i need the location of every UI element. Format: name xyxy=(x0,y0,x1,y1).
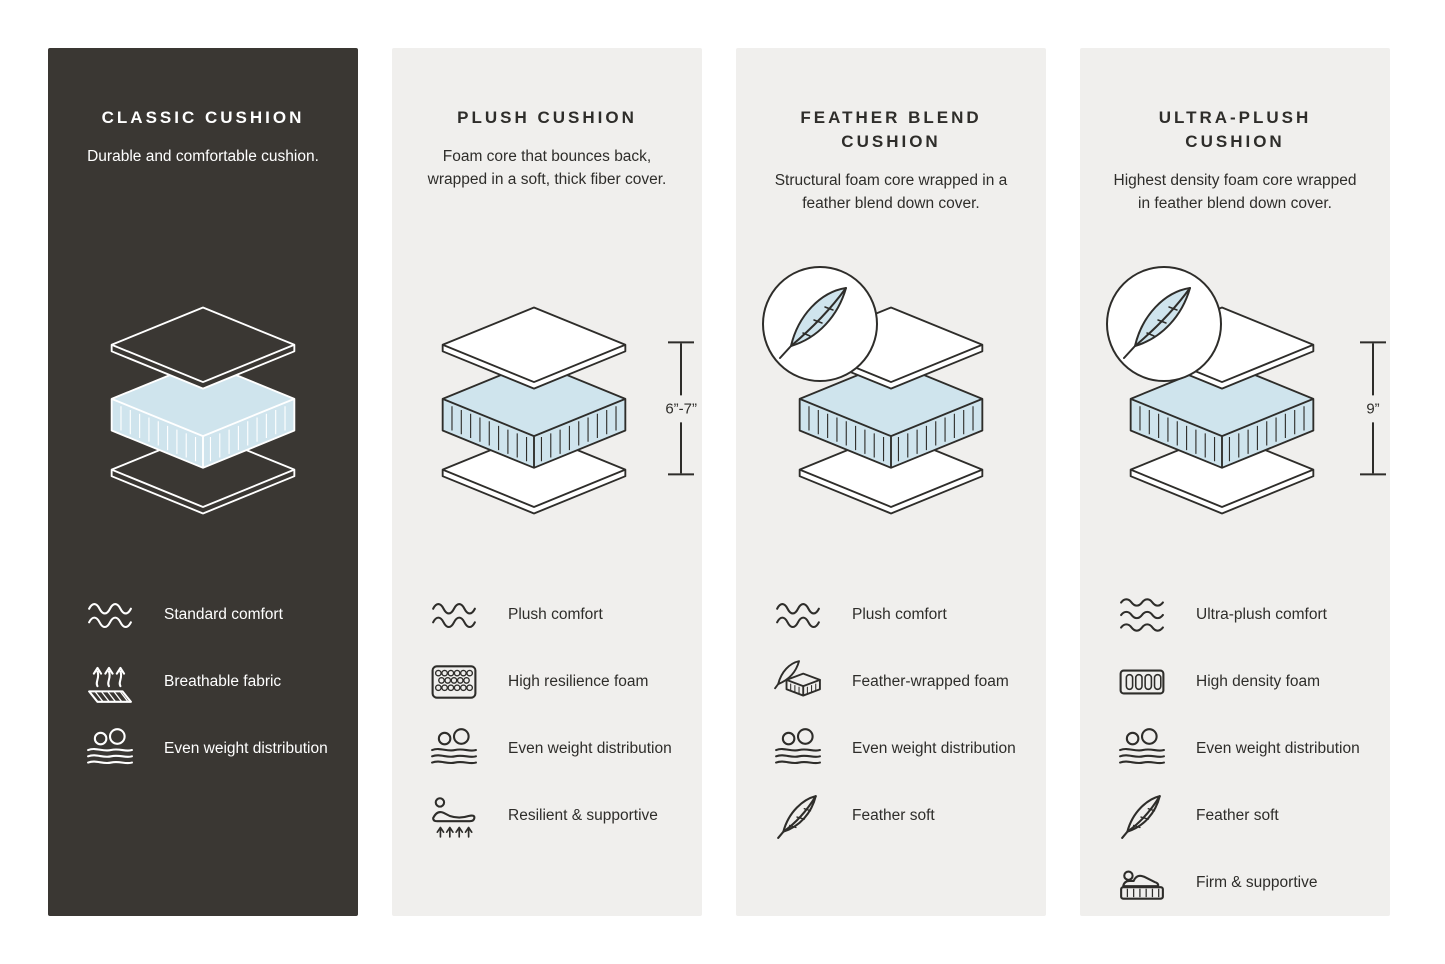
list-item: Feather soft xyxy=(774,793,1026,839)
list-item: Even weight distribution xyxy=(774,726,1026,772)
dimension-line xyxy=(680,421,683,474)
feature-list: Plush comfort High resilience foam Even … xyxy=(392,592,702,839)
dimension-cap xyxy=(1360,341,1386,344)
panel-feather-blend-cushion: FEATHER BLEND CUSHION Structural foam co… xyxy=(736,48,1046,916)
feature-label: High resilience foam xyxy=(508,672,649,690)
feature-list: Standard comfort Breathable fabric Even … xyxy=(48,592,358,772)
panel-header: FEATHER BLEND CUSHION Structural foam co… xyxy=(736,48,1046,238)
feature-label: Standard comfort xyxy=(164,605,283,623)
cushion-layers-illustration xyxy=(91,287,315,520)
even-weight-icon xyxy=(430,726,478,772)
feather-badge-icon xyxy=(1102,262,1226,386)
cushion-layers-illustration xyxy=(422,287,646,520)
dimension-cap xyxy=(668,473,695,476)
feather-icon xyxy=(774,793,822,839)
panel-description: Foam core that bounces back, wrapped in … xyxy=(427,147,667,188)
list-item: Feather-wrapped foam xyxy=(774,659,1026,705)
feather-badge-icon xyxy=(758,262,882,386)
list-item: Even weight distribution xyxy=(430,726,682,772)
height-dimension: 6”-7” xyxy=(664,341,698,476)
list-item: Plush comfort xyxy=(430,592,682,638)
feature-label: Ultra-plush comfort xyxy=(1196,605,1327,623)
dimension-label: 6”-7” xyxy=(665,399,697,417)
list-item: Even weight distribution xyxy=(86,726,338,772)
dimension-label: 9” xyxy=(1366,399,1380,417)
list-item: High density foam xyxy=(1118,659,1370,705)
panel-description: Durable and comfortable cushion. xyxy=(87,147,319,165)
page-title: CLASSIC CUSHION xyxy=(101,108,305,127)
even-weight-icon xyxy=(774,726,822,772)
feature-label: Even weight distribution xyxy=(852,739,1016,757)
resilience-foam-icon xyxy=(430,659,478,705)
feature-list: Ultra-plush comfort High density foam Ev… xyxy=(1080,592,1390,906)
feature-label: Even weight distribution xyxy=(508,739,672,757)
panel-description: Highest density foam core wrapped in fea… xyxy=(1113,171,1357,212)
list-item: Breathable fabric xyxy=(86,659,338,705)
feature-label: Plush comfort xyxy=(852,605,947,623)
panel-header: ULTRA-PLUSH CUSHION Highest density foam… xyxy=(1080,48,1390,238)
feature-list: Plush comfort Feather-wrapped foam Even … xyxy=(736,592,1046,839)
list-item: Ultra-plush comfort xyxy=(1118,592,1370,638)
panel-classic-cushion: CLASSIC CUSHION Durable and comfortable … xyxy=(48,48,358,916)
dimension-cap xyxy=(668,341,695,344)
height-dimension: 9” xyxy=(1360,341,1386,476)
feature-label: Firm & supportive xyxy=(1196,873,1318,891)
list-item: Resilient & supportive xyxy=(430,793,682,839)
panel-plush-cushion: PLUSH CUSHION Foam core that bounces bac… xyxy=(392,48,702,916)
list-item: High resilience foam xyxy=(430,659,682,705)
panel-header: PLUSH CUSHION Foam core that bounces bac… xyxy=(392,48,702,238)
feature-label: Feather-wrapped foam xyxy=(852,672,1009,690)
wave-icon xyxy=(86,592,134,638)
feather-foam-icon xyxy=(774,659,822,705)
feature-label: Feather soft xyxy=(852,806,935,824)
cushion-figure xyxy=(736,238,1046,568)
list-item: Feather soft xyxy=(1118,793,1370,839)
cushion-figure: 9” xyxy=(1080,238,1390,568)
triple-wave-icon xyxy=(1118,592,1166,638)
panel-header: CLASSIC CUSHION Durable and comfortable … xyxy=(48,48,358,238)
list-item: Plush comfort xyxy=(774,592,1026,638)
list-item: Even weight distribution xyxy=(1118,726,1370,772)
panel-ultra-plush-cushion: ULTRA-PLUSH CUSHION Highest density foam… xyxy=(1080,48,1390,916)
cushion-figure: 6”-7” xyxy=(392,238,702,568)
page-title: FEATHER BLEND CUSHION xyxy=(800,108,982,151)
list-item: Standard comfort xyxy=(86,592,338,638)
dimension-line xyxy=(680,343,683,395)
wave-icon xyxy=(430,592,478,638)
feature-label: Breathable fabric xyxy=(164,672,282,690)
feature-label: Even weight distribution xyxy=(164,739,328,757)
even-weight-icon xyxy=(86,726,134,772)
cushion-figure xyxy=(48,238,358,568)
feature-label: Even weight distribution xyxy=(1196,739,1360,757)
wave-icon xyxy=(774,592,822,638)
feature-label: High density foam xyxy=(1196,672,1321,690)
feature-label: Resilient & supportive xyxy=(508,806,658,824)
panel-description: Structural foam core wrapped in a feathe… xyxy=(774,171,1008,212)
dimension-cap xyxy=(1360,473,1386,476)
page-title: ULTRA-PLUSH CUSHION xyxy=(1158,108,1312,151)
breathable-fabric-icon xyxy=(86,659,134,705)
person-firm-icon xyxy=(1118,860,1166,906)
dimension-line xyxy=(1372,421,1374,474)
list-item: Firm & supportive xyxy=(1118,860,1370,906)
density-foam-icon xyxy=(1118,659,1166,705)
feature-label: Feather soft xyxy=(1196,806,1279,824)
person-support-icon xyxy=(430,793,478,839)
page-title: PLUSH CUSHION xyxy=(457,108,637,127)
dimension-line xyxy=(1372,343,1374,395)
feature-label: Plush comfort xyxy=(508,605,603,623)
even-weight-icon xyxy=(1118,726,1166,772)
feather-icon xyxy=(1118,793,1166,839)
